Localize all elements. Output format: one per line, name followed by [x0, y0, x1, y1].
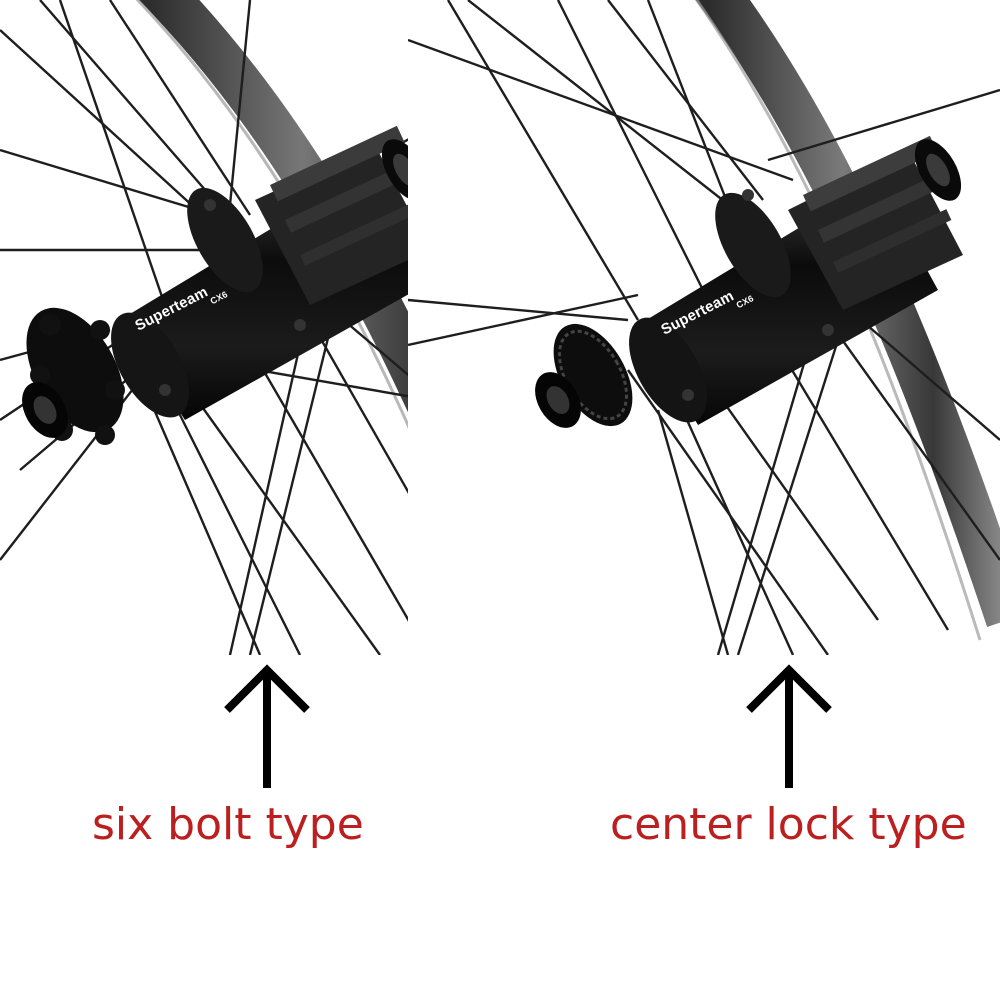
up-arrow-icon [746, 664, 832, 788]
center-lock-wheel-illustration [408, 0, 1000, 655]
hub-body [535, 135, 963, 428]
six-bolt-caption: six bolt type [92, 799, 364, 850]
center-lock-caption: center lock type [610, 799, 967, 850]
center-lock-rotor-mount [535, 323, 633, 428]
hub-body [22, 125, 430, 445]
spokes [408, 0, 1000, 655]
center-lock-hub-photo: Superteam CX6 [408, 0, 1000, 655]
six-bolt-rotor-mount [22, 307, 125, 445]
up-arrow-icon [224, 664, 310, 788]
